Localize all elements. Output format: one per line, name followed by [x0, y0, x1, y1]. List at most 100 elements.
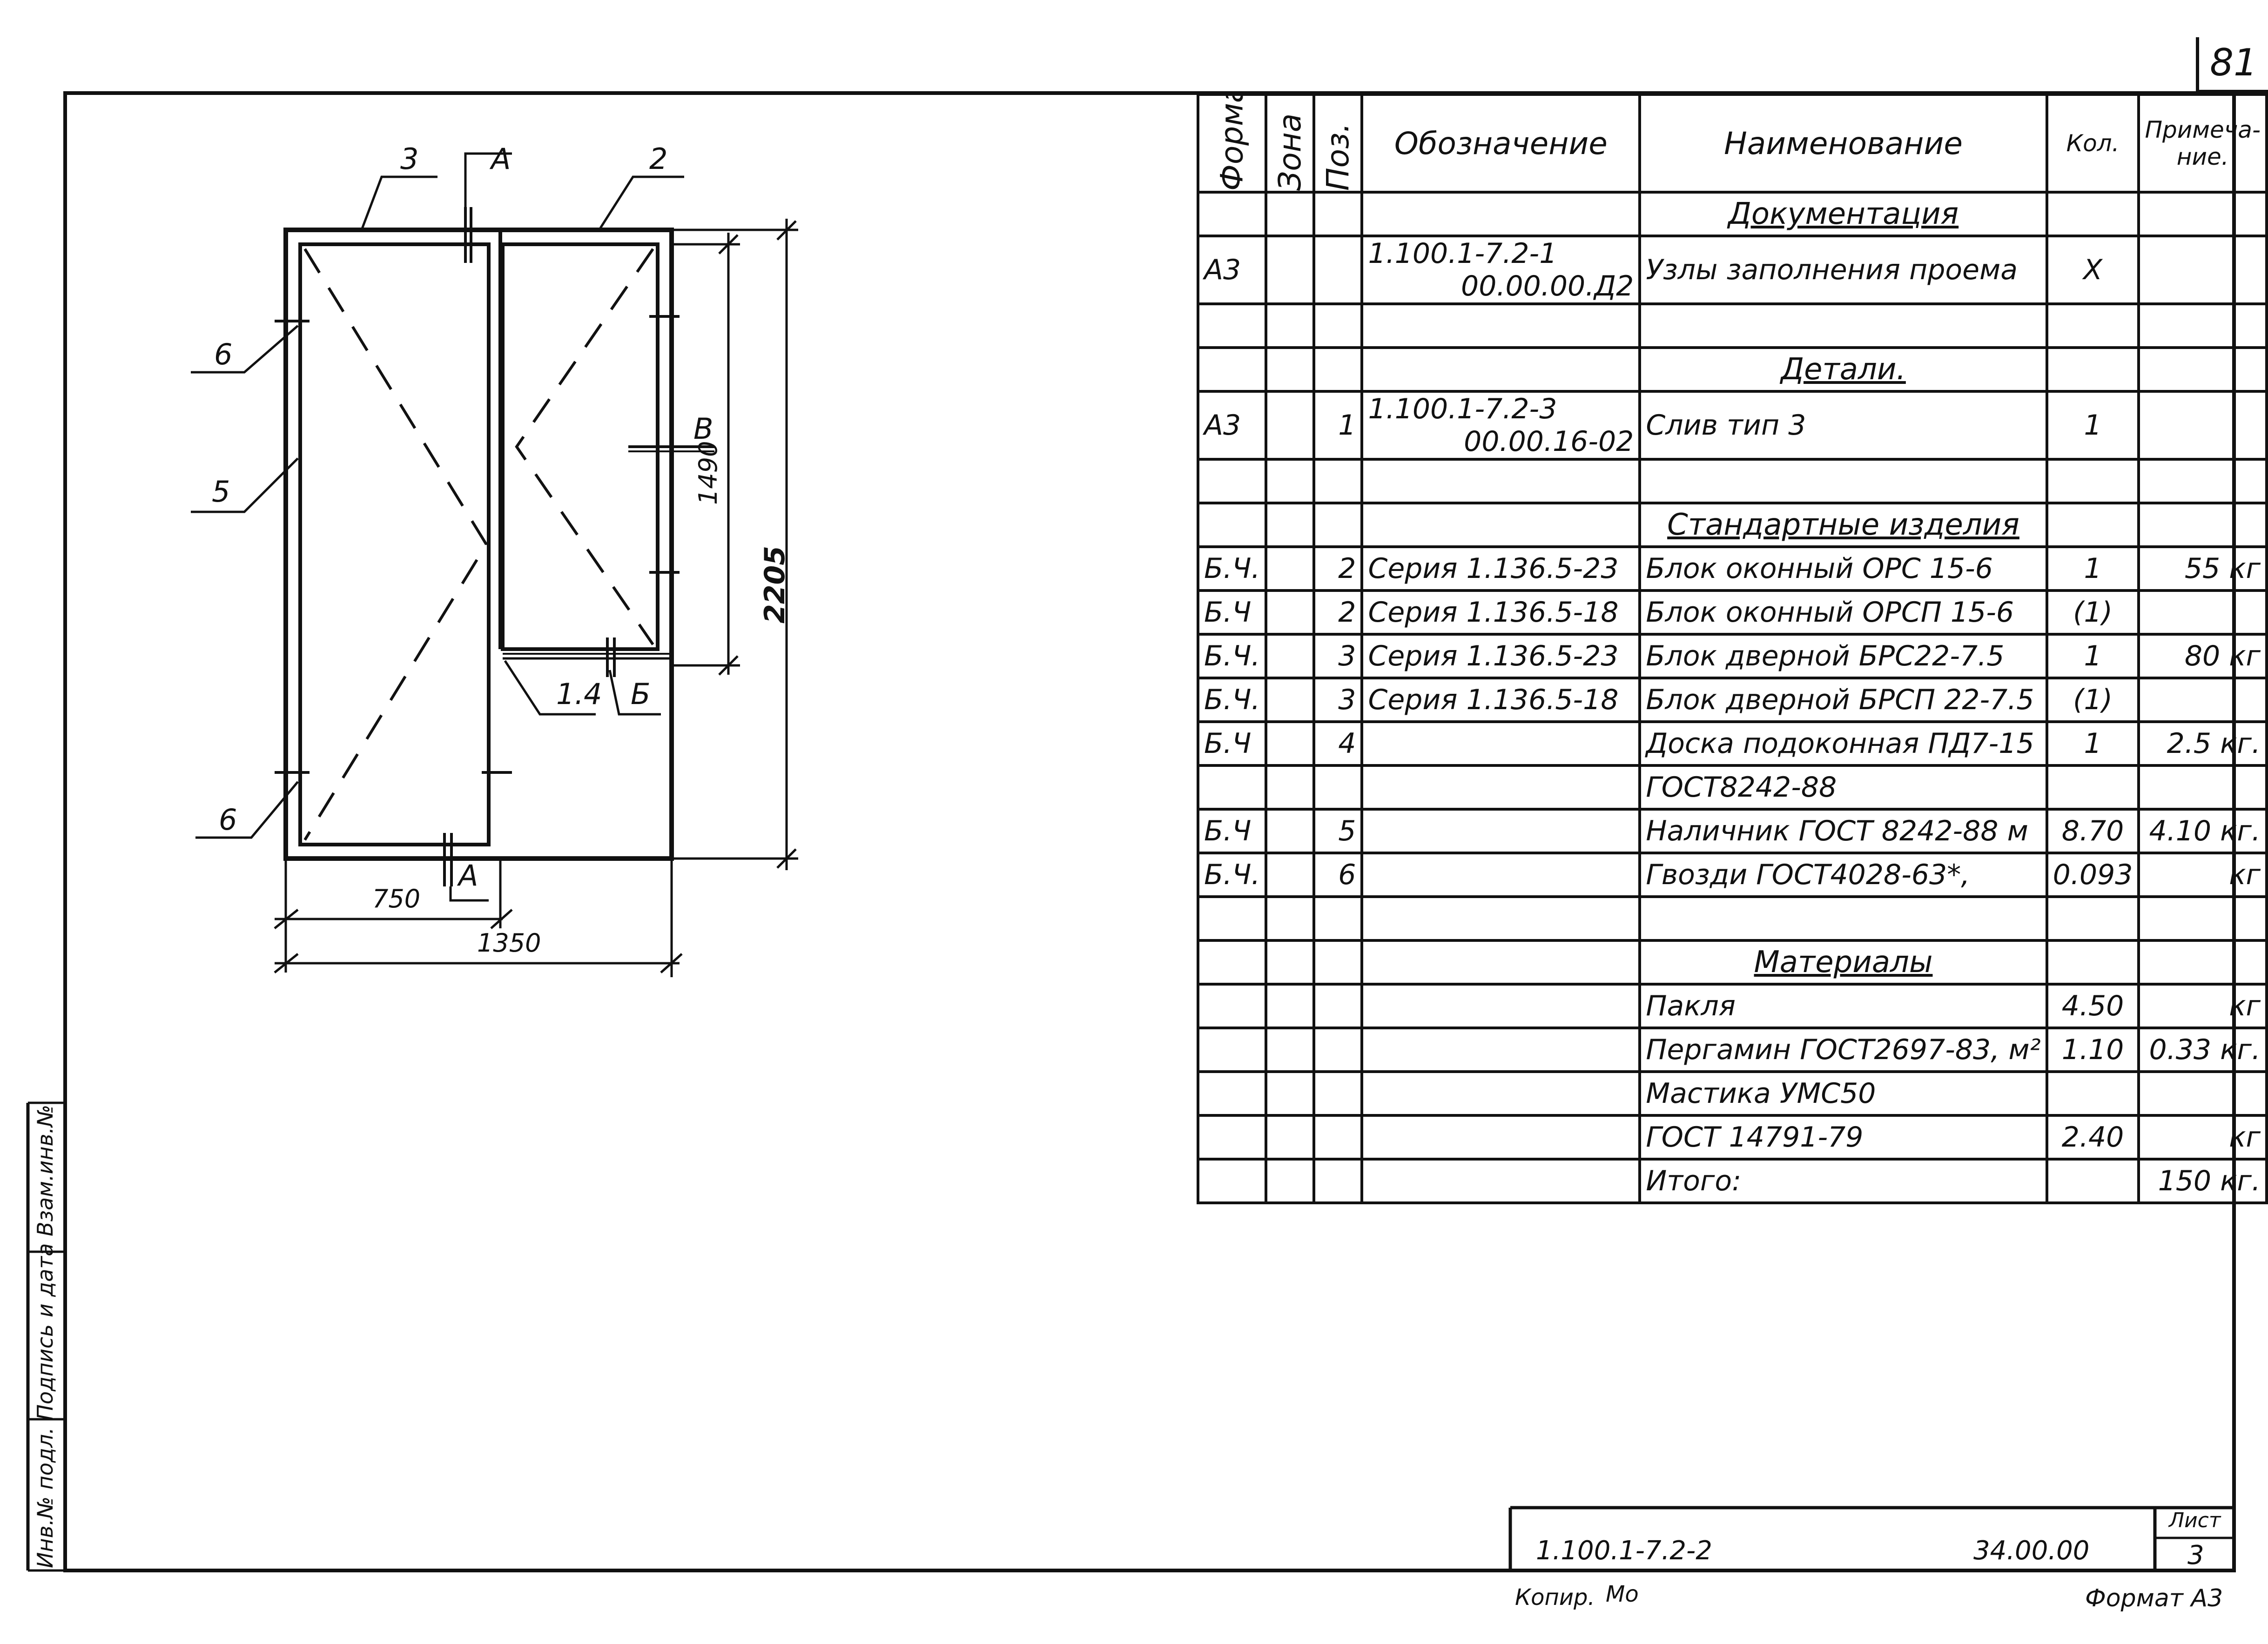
cell-qty: 2.40 — [2045, 1114, 2140, 1161]
format-label: Формат А3 — [2085, 1584, 2223, 1612]
cell-name: Блок дверной БРСП 22-7.5 — [1638, 677, 2048, 723]
cell-zone — [1265, 764, 1316, 811]
cell-format — [1196, 191, 1268, 237]
cell-format — [1196, 1070, 1268, 1117]
section-title: Материалы — [1638, 939, 2048, 986]
cell-designation — [1360, 302, 1642, 349]
cell-zone — [1265, 1070, 1316, 1117]
cell-format — [1196, 1027, 1268, 1073]
cell-name — [1638, 895, 2048, 942]
title-code: 34.00.00 — [1973, 1536, 2090, 1566]
page-number: 81 — [2210, 41, 2257, 84]
sheet-number: 3 — [2187, 1540, 2204, 1570]
table-header-row: Формат Зона Поз. Обозначение Наименовани… — [1198, 93, 2268, 194]
cell-qty: 0.093 — [2045, 852, 2140, 898]
cell-format — [1196, 458, 1268, 504]
cell-pos — [1312, 502, 1364, 548]
cell-note — [2137, 502, 2268, 548]
cell-pos: 3 — [1312, 677, 1364, 723]
cell-designation: Серия 1.136.5-23 — [1360, 545, 1642, 592]
label-pos-3: 3 — [400, 142, 419, 176]
cell-format — [1196, 1158, 1268, 1204]
cell-note: 55 кг — [2137, 545, 2268, 592]
designation-text: 1.100.1-7.2-3 — [1368, 393, 1557, 425]
cell-pos — [1312, 1158, 1364, 1204]
cell-zone — [1265, 720, 1316, 767]
cell-designation: Серия 1.136.5-23 — [1360, 633, 1642, 679]
cell-zone — [1265, 1114, 1316, 1161]
cell-format — [1196, 1114, 1268, 1161]
cell-qty — [2045, 895, 2140, 942]
copy-signature: Мо — [1606, 1581, 1639, 1607]
cell-qty: 8.70 — [2045, 808, 2140, 854]
table-row — [1196, 302, 2268, 349]
window-opening-lines — [515, 248, 654, 645]
cell-note: 2.5 кг. — [2137, 720, 2268, 767]
cell-name: Гвозди ГОСТ4028-63*, — [1638, 852, 2048, 898]
cell-zone — [1265, 677, 1316, 723]
header-pos: Поз. — [1314, 94, 1362, 192]
cell-name: Итого: — [1638, 1158, 2048, 1204]
cell-note: кг — [2137, 1114, 2268, 1161]
cell-format: Б.Ч. — [1196, 545, 1268, 592]
cell-designation — [1360, 764, 1642, 811]
cell-qty — [2045, 939, 2140, 986]
cell-pos: 3 — [1312, 633, 1364, 679]
cell-format — [1196, 502, 1268, 548]
cell-qty: 1 — [2045, 633, 2140, 679]
cell-zone — [1265, 235, 1316, 305]
cell-designation — [1360, 1070, 1642, 1117]
cell-name: Мастика УМС50 — [1638, 1070, 2048, 1117]
leader-lines — [191, 152, 684, 902]
cell-pos — [1312, 764, 1364, 811]
cell-format — [1196, 346, 1268, 393]
header-note: Примеча-ние. — [2137, 93, 2268, 194]
cell-format: Б.Ч. — [1196, 852, 1268, 898]
cell-pos — [1312, 235, 1364, 305]
cell-designation — [1360, 939, 1642, 986]
cell-designation — [1360, 1158, 1642, 1204]
cell-qty — [2045, 191, 2140, 237]
cell-pos — [1312, 191, 1364, 237]
cell-zone — [1265, 589, 1316, 636]
label-pos-5: 5 — [212, 475, 230, 509]
copy-label: Копир. — [1515, 1584, 1595, 1610]
cell-note — [2137, 1070, 2268, 1117]
section-title: Документация — [1638, 191, 2048, 237]
designation-code: 00.00.00.Д2 — [1461, 270, 1634, 302]
cell-format — [1196, 895, 1268, 942]
cell-format: Б.Ч — [1196, 720, 1268, 767]
cell-format: Б.Ч. — [1196, 633, 1268, 679]
cell-zone — [1265, 939, 1316, 986]
title-block-lines — [1508, 1506, 2234, 1570]
cell-note — [2137, 677, 2268, 723]
cell-designation — [1360, 720, 1642, 767]
cell-qty: (1) — [2045, 589, 2140, 636]
cell-name — [1638, 458, 2048, 504]
cell-name: ГОСТ8242-88 — [1638, 764, 2048, 811]
cell-name: Слив тип 3 — [1638, 390, 2048, 461]
cell-qty — [2045, 1158, 2140, 1204]
cell-format: Б.Ч. — [1196, 677, 1268, 723]
header-format: Формат — [1198, 94, 1266, 192]
specification-table: Формат Зона Поз. Обозначение Наименовани… — [1196, 93, 2268, 1204]
cell-qty: X — [2045, 235, 2140, 305]
cell-name: Блок оконный ОРСП 15-6 — [1638, 589, 2048, 636]
cell-pos — [1312, 939, 1364, 986]
cell-qty — [2045, 502, 2140, 548]
cell-format: А3 — [1196, 390, 1268, 461]
cell-pos — [1312, 983, 1364, 1029]
title-designation: 1.100.1-7.2-2 — [1536, 1536, 1712, 1566]
cell-name: Доска подоконная ПД7-15 — [1638, 720, 2048, 767]
frame-outer — [283, 228, 674, 861]
cell-pos: 6 — [1312, 852, 1364, 898]
label-section-a-top: А — [491, 142, 511, 176]
side-stamp: Инв.№ подл. Подпись и дата Взам.инв.№ — [33, 1104, 58, 1568]
